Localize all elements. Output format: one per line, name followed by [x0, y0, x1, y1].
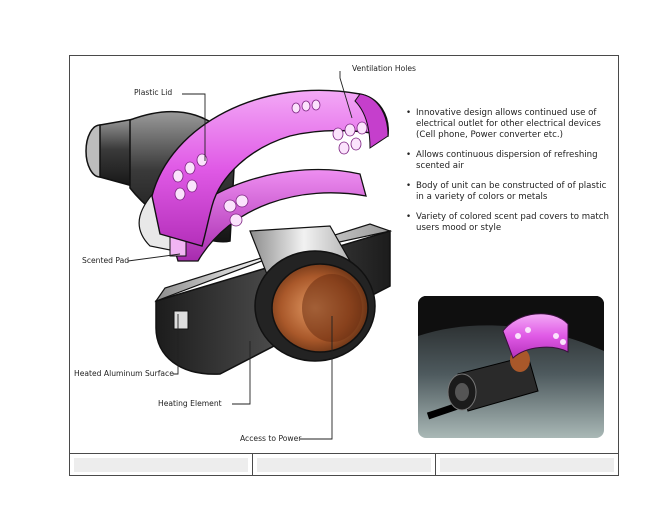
drawing-sheet: Plastic Lid Ventilation Holes Scented Pa… — [69, 55, 619, 476]
title-block-cell — [436, 454, 618, 476]
power-socket-cylinder — [249, 225, 376, 362]
callout-heated-aluminum-surface: Heated Aluminum Surface — [74, 369, 174, 378]
feature-item: Variety of colored scent pad covers to m… — [406, 212, 612, 234]
title-block-cell — [253, 454, 436, 476]
callout-scented-pad: Scented Pad — [82, 256, 130, 265]
feature-item: Innovative design allows continued use o… — [406, 108, 612, 141]
callout-ventilation-holes: Ventilation Holes — [352, 64, 416, 73]
callout-access-to-power: Access to Power — [240, 434, 302, 443]
title-block — [70, 453, 618, 476]
feature-item: Allows continuous dispersion of refreshi… — [406, 150, 612, 172]
feature-list: Innovative design allows continued use o… — [406, 108, 612, 243]
title-block-cell — [70, 454, 253, 476]
callout-heating-element: Heating Element — [158, 399, 222, 408]
feature-item: Body of unit can be constructed of of pl… — [406, 181, 612, 203]
product-exploded-illustration — [85, 71, 393, 440]
plastic-lid — [151, 89, 389, 247]
callout-plastic-lid: Plastic Lid — [134, 88, 173, 97]
in-use-photo — [418, 296, 604, 438]
callout-leaders — [127, 71, 353, 440]
